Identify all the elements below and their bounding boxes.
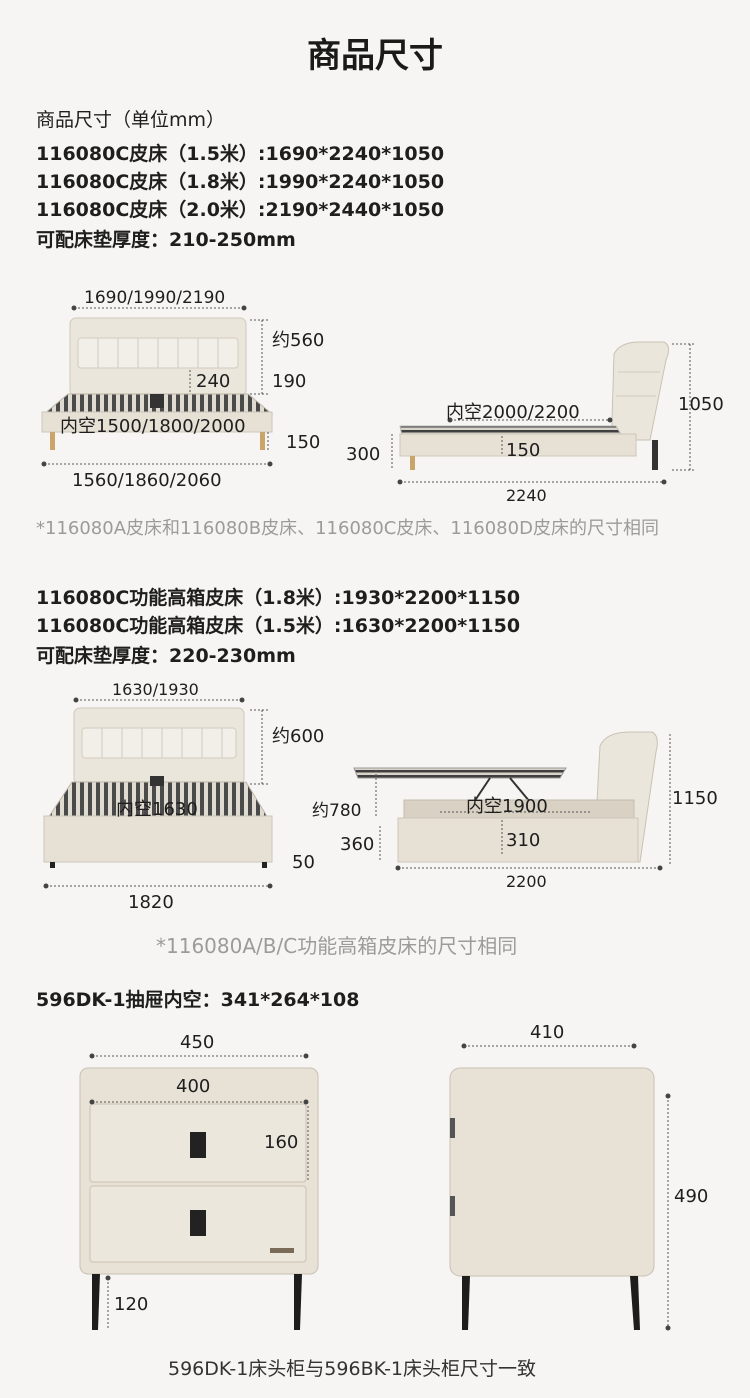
dim-drawer-height: 160 bbox=[264, 1132, 299, 1153]
dim-top-width: 1690/1990/2190 bbox=[84, 288, 226, 308]
spec-line: 116080C皮床（1.8米）:1990*2240*1050 bbox=[36, 171, 445, 193]
note: *116080A皮床和116080B皮床、116080C皮床、116080D皮床… bbox=[36, 518, 659, 539]
note: 596DK-1床头柜与596BK-1床头柜尺寸一致 bbox=[168, 1358, 537, 1380]
storage-bed-front-view bbox=[43, 707, 273, 868]
dim-leg: 50 bbox=[292, 852, 315, 873]
nightstand-side-view bbox=[449, 1067, 655, 1330]
nightstand-front-view bbox=[79, 1067, 319, 1330]
dim-length: 2200 bbox=[506, 872, 547, 891]
spec-line: 116080C功能高箱皮床（1.5米）:1630*2200*1150 bbox=[36, 615, 521, 637]
mattress-thickness-line: 可配床垫厚度：210-250mm bbox=[36, 229, 296, 251]
dim-cushion: 240 bbox=[196, 371, 231, 392]
dim-height: 1050 bbox=[678, 394, 724, 415]
dim-top-width: 1630/1930 bbox=[112, 680, 199, 699]
dim-depth: 410 bbox=[530, 1022, 565, 1043]
storage-bed-side-view bbox=[353, 731, 658, 863]
dim-height: 490 bbox=[674, 1186, 709, 1207]
dim-leg: 120 bbox=[114, 1294, 149, 1315]
dim-outer-width: 450 bbox=[180, 1032, 215, 1053]
spec-line: 116080C皮床（2.0米）:2190*2440*1050 bbox=[36, 199, 445, 221]
drawer-heading: 596DK-1抽屉内空：341*264*108 bbox=[36, 989, 360, 1011]
spec-line: 116080C皮床（1.5米）:1690*2240*1050 bbox=[36, 143, 445, 165]
dim-headboard-height: 约600 bbox=[272, 726, 325, 747]
dim-bottom-width: 1560/1860/2060 bbox=[72, 470, 222, 491]
dim-rail: 310 bbox=[506, 830, 541, 851]
dim-drawer-width: 400 bbox=[176, 1076, 211, 1097]
dim-rail: 190 bbox=[272, 371, 307, 392]
dim-height: 1150 bbox=[672, 788, 718, 809]
dimension-lines bbox=[44, 307, 270, 465]
dim-bottom-width: 1820 bbox=[128, 892, 174, 913]
dim-base: 300 bbox=[346, 444, 381, 465]
page-title: 商品尺寸 bbox=[307, 36, 443, 76]
dimension-lines bbox=[391, 343, 696, 483]
dim-leg: 150 bbox=[286, 432, 321, 453]
dim-inner-length: 内空1900 bbox=[466, 796, 548, 817]
dim-length: 2240 bbox=[506, 486, 547, 505]
mattress-thickness-line: 可配床垫厚度：220-230mm bbox=[36, 645, 296, 667]
dim-inner-length: 内空2000/2200 bbox=[446, 402, 580, 423]
bed-side-view bbox=[399, 341, 670, 470]
spec-unit-line: 商品尺寸（单位mm） bbox=[36, 109, 226, 131]
bed-front-view bbox=[41, 317, 274, 450]
dim-base: 360 bbox=[340, 834, 375, 855]
dim-headboard-height: 约560 bbox=[272, 330, 325, 351]
dim-inner: 内空1630 bbox=[116, 799, 198, 820]
spec-line: 116080C功能高箱皮床（1.8米）:1930*2200*1150 bbox=[36, 587, 521, 609]
dim-rail: 150 bbox=[506, 440, 541, 461]
dimension-dots bbox=[41, 305, 273, 467]
dim-lift: 约780 bbox=[312, 801, 362, 821]
note: *116080A/B/C功能高箱皮床的尺寸相同 bbox=[156, 934, 518, 958]
dim-inner: 内空1500/1800/2000 bbox=[60, 416, 246, 437]
